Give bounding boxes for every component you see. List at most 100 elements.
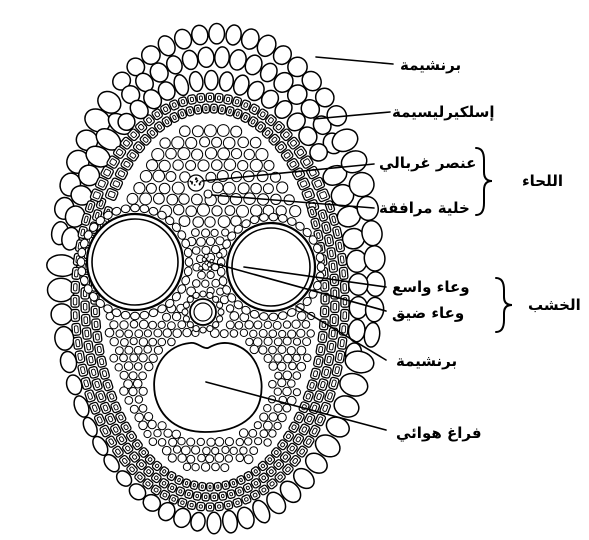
ground-cell (292, 320, 300, 328)
ground-cell (269, 413, 278, 422)
phloem-parenchyma-cell (277, 182, 288, 193)
phloem-parenchyma-cell (225, 206, 235, 216)
phloem-parenchyma-cell (238, 137, 249, 148)
ground-cell (283, 321, 290, 328)
sclerenchyma-cell (316, 188, 330, 202)
ground-cell (293, 338, 300, 345)
ground-cell (250, 330, 257, 337)
phloem-parenchyma-cell (256, 149, 268, 161)
ground-cell (225, 438, 233, 446)
ground-cell (105, 328, 114, 337)
ground-cell (250, 447, 258, 455)
ground-cell (130, 338, 137, 345)
sclerenchyma-cell (341, 295, 349, 307)
parenchyma-cell (209, 24, 225, 44)
vessel-sheath-cell (121, 204, 131, 213)
label-phloem-group: اللحاء (522, 172, 563, 190)
sclerenchyma-cell (177, 498, 187, 508)
phloem-parenchyma-cell (212, 206, 222, 216)
ground-cell (297, 346, 306, 355)
ground-cell (116, 330, 123, 337)
ground-cell (192, 464, 199, 471)
ground-cell (121, 339, 129, 347)
sieve-plate-dot (194, 184, 196, 186)
ground-cell (192, 229, 200, 237)
sclerenchyma-cell (303, 435, 315, 448)
sclerenchyma-cell (311, 218, 321, 230)
ground-cell (120, 371, 128, 379)
sclerenchyma-cell (91, 306, 100, 317)
protoxylem-cell (210, 259, 213, 262)
sclerenchyma-cell (324, 353, 334, 365)
sclerenchyma-cell (317, 378, 328, 391)
sclerenchyma-cell (330, 314, 339, 326)
vessel-sheath-cell (317, 263, 325, 272)
vessel-sheath-cell (184, 266, 193, 276)
ground-cell (307, 330, 314, 337)
phloem-parenchyma-cell (192, 149, 203, 160)
sclerenchyma-cell (81, 301, 89, 312)
sclerenchyma-cell (105, 413, 117, 426)
vessel-sheath-cell (139, 311, 149, 320)
ground-cell (154, 329, 162, 337)
ground-cell (215, 438, 224, 447)
phloem-parenchyma-cell (152, 149, 164, 161)
ground-cell (139, 421, 148, 430)
phloem-parenchyma-cell (172, 137, 184, 149)
ground-cell (120, 387, 128, 395)
vessel-sheath-cell (200, 291, 206, 297)
ground-cell (206, 455, 214, 463)
vessel-sheath-cell (259, 312, 269, 321)
ground-cell (158, 321, 165, 328)
protoxylem-cell (207, 263, 211, 267)
ground-cell (197, 238, 206, 247)
ground-cell (225, 455, 232, 462)
phloem-parenchyma-cell (154, 193, 165, 204)
ground-cell (297, 329, 305, 337)
sclerenchyma-cell (197, 93, 205, 103)
phloem-parenchyma-cell (290, 206, 301, 217)
sclerenchyma-cell (206, 93, 214, 102)
phloem-parenchyma-cell (140, 171, 152, 183)
ground-cell (110, 321, 118, 329)
vessel-sheath-cell (131, 312, 140, 320)
ground-cell (235, 322, 243, 330)
vessel-sheath-cell (185, 258, 193, 267)
group-braces (476, 148, 512, 332)
ground-cell (110, 354, 118, 362)
sclerenchyma-cell (102, 379, 113, 391)
ground-cell (212, 279, 220, 287)
sclerenchyma-cell (331, 301, 339, 312)
ground-cell (244, 455, 253, 464)
phloem-parenchyma-cell (140, 193, 152, 205)
ground-cell (139, 354, 147, 362)
ground-cell (302, 321, 310, 329)
phloem-parenchyma-cell (179, 194, 189, 204)
ground-cell (293, 354, 300, 361)
sclerenchyma-cell (92, 378, 103, 391)
sclerenchyma-cell (320, 306, 329, 317)
ground-cell (183, 463, 190, 470)
phloem-parenchyma-cell (224, 159, 236, 171)
parenchyma-cell (190, 24, 209, 46)
sclerenchyma-cell (314, 413, 326, 426)
ground-cell (283, 337, 291, 345)
ground-cell (125, 330, 133, 338)
phloem-parenchyma-cell (230, 194, 241, 205)
sclerenchyma-cell (310, 368, 321, 380)
sclerenchyma-cell (88, 366, 99, 378)
sclerenchyma-cell (210, 104, 217, 113)
ground-cell (193, 280, 201, 288)
companion-cell (204, 190, 212, 198)
sclerenchyma-cell (197, 502, 206, 511)
ground-cell (254, 321, 262, 329)
phloem-parenchyma-cell (197, 204, 209, 216)
vessel-sheath-cell (269, 313, 278, 321)
ground-cell (206, 237, 214, 245)
sclerenchyma-cell (298, 423, 310, 435)
ground-cell (169, 438, 177, 446)
ground-cell (264, 321, 271, 328)
vessel-sheath-cell (278, 311, 288, 320)
ground-cell (264, 337, 272, 345)
ground-cell (245, 438, 252, 445)
